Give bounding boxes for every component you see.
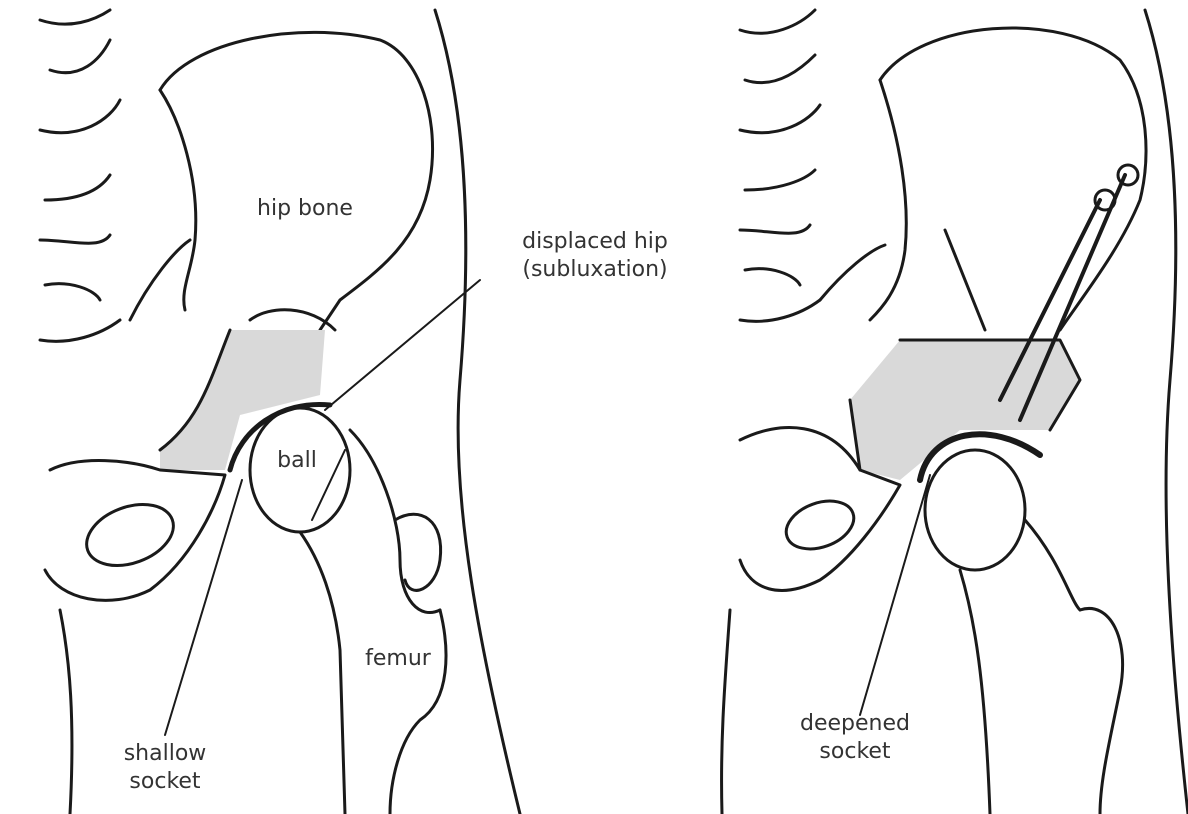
- left-hip-bone-outline: [160, 32, 433, 330]
- deepened-socket-leader: [860, 475, 930, 715]
- hip-bone-label: hip bone: [225, 195, 385, 223]
- shallow-socket-leader: [165, 480, 242, 735]
- deepened-socket-label-line2: socket: [770, 738, 940, 766]
- left-panel-pelvis: [40, 10, 520, 814]
- femur-label: femur: [348, 645, 448, 673]
- right-femoral-head: [925, 450, 1025, 570]
- displaced-hip-label-line1: displaced hip: [480, 228, 710, 256]
- displaced-hip-leader: [325, 280, 480, 410]
- right-hip-bone-outline: [880, 28, 1146, 330]
- left-obturator: [78, 493, 182, 576]
- left-femur-shaft: [300, 532, 345, 814]
- right-obturator: [780, 492, 861, 557]
- displaced-hip-label: displaced hip (subluxation): [480, 228, 710, 284]
- ball-label: ball: [262, 447, 332, 475]
- deepened-socket-label-line1: deepened: [770, 710, 940, 738]
- left-pubis: [45, 461, 225, 601]
- left-body-contour: [435, 10, 520, 814]
- right-panel-pelvis: [722, 10, 1188, 814]
- right-femur-shaft: [960, 570, 990, 814]
- deepened-socket-label: deepened socket: [770, 710, 940, 766]
- shallow-socket-label-line1: shallow: [95, 740, 235, 768]
- right-sacrum: [740, 10, 815, 33]
- shallow-socket-label-line2: socket: [95, 768, 235, 796]
- right-body-contour: [1145, 10, 1188, 814]
- left-sacrum: [40, 10, 110, 24]
- shallow-socket-label: shallow socket: [95, 740, 235, 796]
- displaced-hip-label-line2: (subluxation): [480, 256, 710, 284]
